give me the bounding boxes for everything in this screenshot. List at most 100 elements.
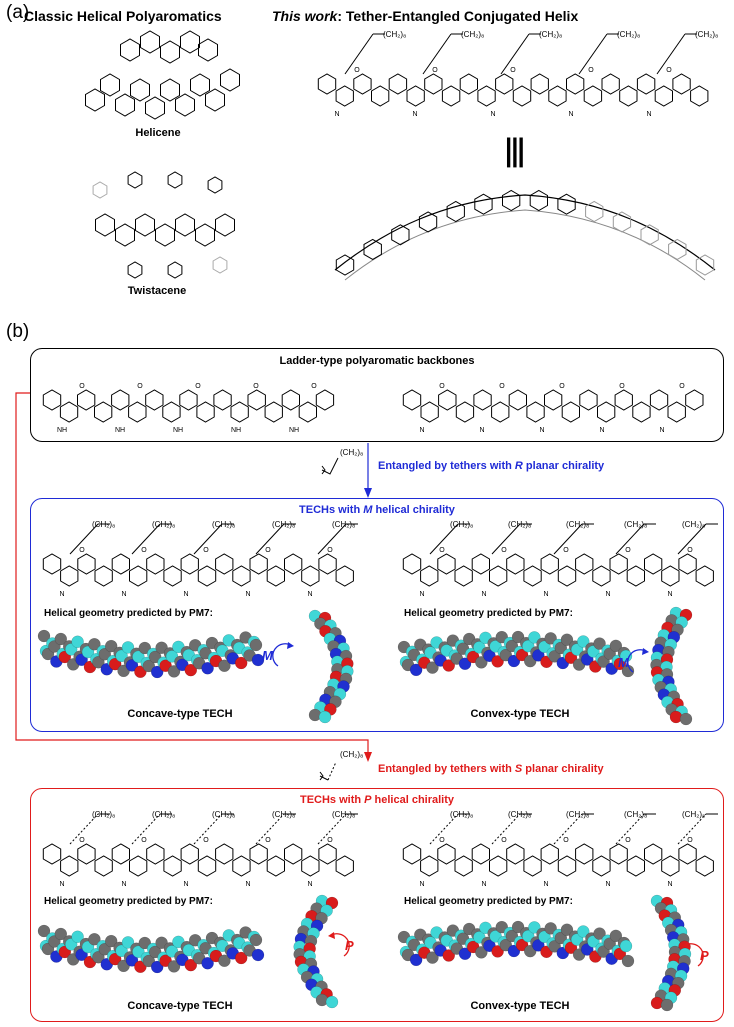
atom-sphere — [325, 995, 339, 1009]
atom-sphere — [71, 930, 84, 944]
backbone-box: Ladder-type polyaromatic backbones — [30, 348, 724, 442]
atom-label: O — [625, 837, 631, 844]
m-helix-box: TECHs with M helical chirality — [30, 498, 724, 732]
atom-sphere — [108, 657, 122, 671]
atom-label: NH — [115, 427, 125, 434]
ring — [140, 30, 160, 54]
atom-label: N — [419, 427, 424, 434]
atom-sphere — [544, 922, 557, 935]
atom-sphere — [532, 939, 545, 952]
arrow-r-text-b: R — [514, 460, 523, 472]
atom-sphere — [71, 635, 84, 649]
ring — [281, 389, 300, 411]
ring — [402, 843, 422, 865]
ring — [42, 553, 62, 575]
r-tether-icon — [321, 457, 339, 475]
atom-sphere — [92, 655, 105, 669]
atom-label: O — [559, 383, 565, 390]
ring — [644, 843, 663, 865]
ring — [111, 389, 130, 411]
ring — [127, 171, 143, 189]
atom-label: O — [141, 837, 147, 844]
atom-sphere — [491, 945, 504, 958]
atom-sphere — [125, 954, 139, 967]
atom-sphere — [532, 649, 545, 662]
this-work-title: This work: Tether-Entangled Conjugated H… — [272, 8, 578, 24]
atom-sphere — [528, 921, 541, 934]
p-convex-spacefill — [397, 920, 635, 968]
ring — [523, 855, 542, 877]
atom-sphere — [458, 947, 472, 960]
atom-label: O — [510, 67, 516, 74]
tether-label: (CH₂)₈ — [617, 30, 641, 39]
atom-label: N — [646, 111, 651, 118]
tether-label: (CH₂)₈ — [383, 30, 407, 39]
this-work-rest: : Tether-Entangled Conjugated Helix — [337, 8, 579, 24]
atom-sphere — [125, 659, 139, 672]
ring — [632, 401, 651, 423]
atom-label: O — [141, 547, 147, 554]
atom-sphere — [150, 665, 164, 679]
backbone-title: Ladder-type polyaromatic backbones — [279, 355, 475, 367]
ring — [94, 565, 113, 587]
ring — [614, 389, 633, 411]
atom-label: N — [599, 427, 604, 434]
atom-label: O — [203, 547, 209, 554]
ring — [402, 553, 422, 575]
bond — [677, 523, 707, 555]
atom-label: O — [619, 383, 625, 390]
atom-label: O — [265, 837, 271, 844]
ring — [179, 389, 198, 411]
bond — [255, 813, 285, 845]
atom-label: O — [439, 383, 445, 390]
ring — [195, 223, 215, 247]
ring — [695, 855, 714, 877]
ring — [690, 85, 709, 107]
ring — [317, 73, 337, 95]
p-convex-label: Convex-type TECH — [470, 1000, 570, 1012]
ring — [654, 85, 673, 107]
ring — [626, 565, 645, 587]
atom-sphere — [249, 638, 263, 652]
atom-label: O — [79, 383, 85, 390]
atom-label: N — [59, 591, 64, 598]
atom-sphere — [104, 639, 118, 653]
atom-sphere — [184, 958, 198, 972]
atom-label: N — [479, 427, 484, 434]
bond — [131, 813, 161, 845]
tech-helix-3d-structure — [334, 189, 716, 281]
atom-sphere — [577, 925, 590, 938]
ring — [180, 553, 199, 575]
ring — [130, 78, 150, 102]
ring — [247, 389, 266, 411]
ring — [575, 553, 594, 575]
atom-sphere — [167, 960, 181, 973]
ring — [230, 401, 249, 423]
bond — [344, 33, 374, 75]
atom-sphere — [108, 952, 122, 966]
tether-label: (CH₂)₈ — [624, 810, 648, 819]
atom-sphere — [528, 631, 541, 644]
ring — [526, 401, 545, 423]
ring — [92, 181, 108, 199]
ring — [162, 401, 181, 423]
bond — [317, 813, 347, 845]
atom-sphere — [201, 956, 214, 970]
ring — [42, 843, 62, 865]
ring — [388, 73, 408, 95]
bond — [677, 813, 707, 845]
atom-sphere — [234, 951, 248, 965]
m-geometry-label-left: Helical geometry predicted by PM7: — [44, 608, 213, 619]
ring — [215, 843, 234, 865]
atom-label: N — [539, 427, 544, 434]
ring — [315, 389, 335, 411]
ring — [668, 238, 687, 260]
atom-label: N — [183, 881, 188, 888]
ring — [477, 85, 496, 107]
ring — [640, 224, 659, 246]
atom-label: N — [568, 111, 573, 118]
ring — [77, 389, 96, 411]
atom-sphere — [37, 924, 51, 938]
ring — [160, 40, 180, 64]
